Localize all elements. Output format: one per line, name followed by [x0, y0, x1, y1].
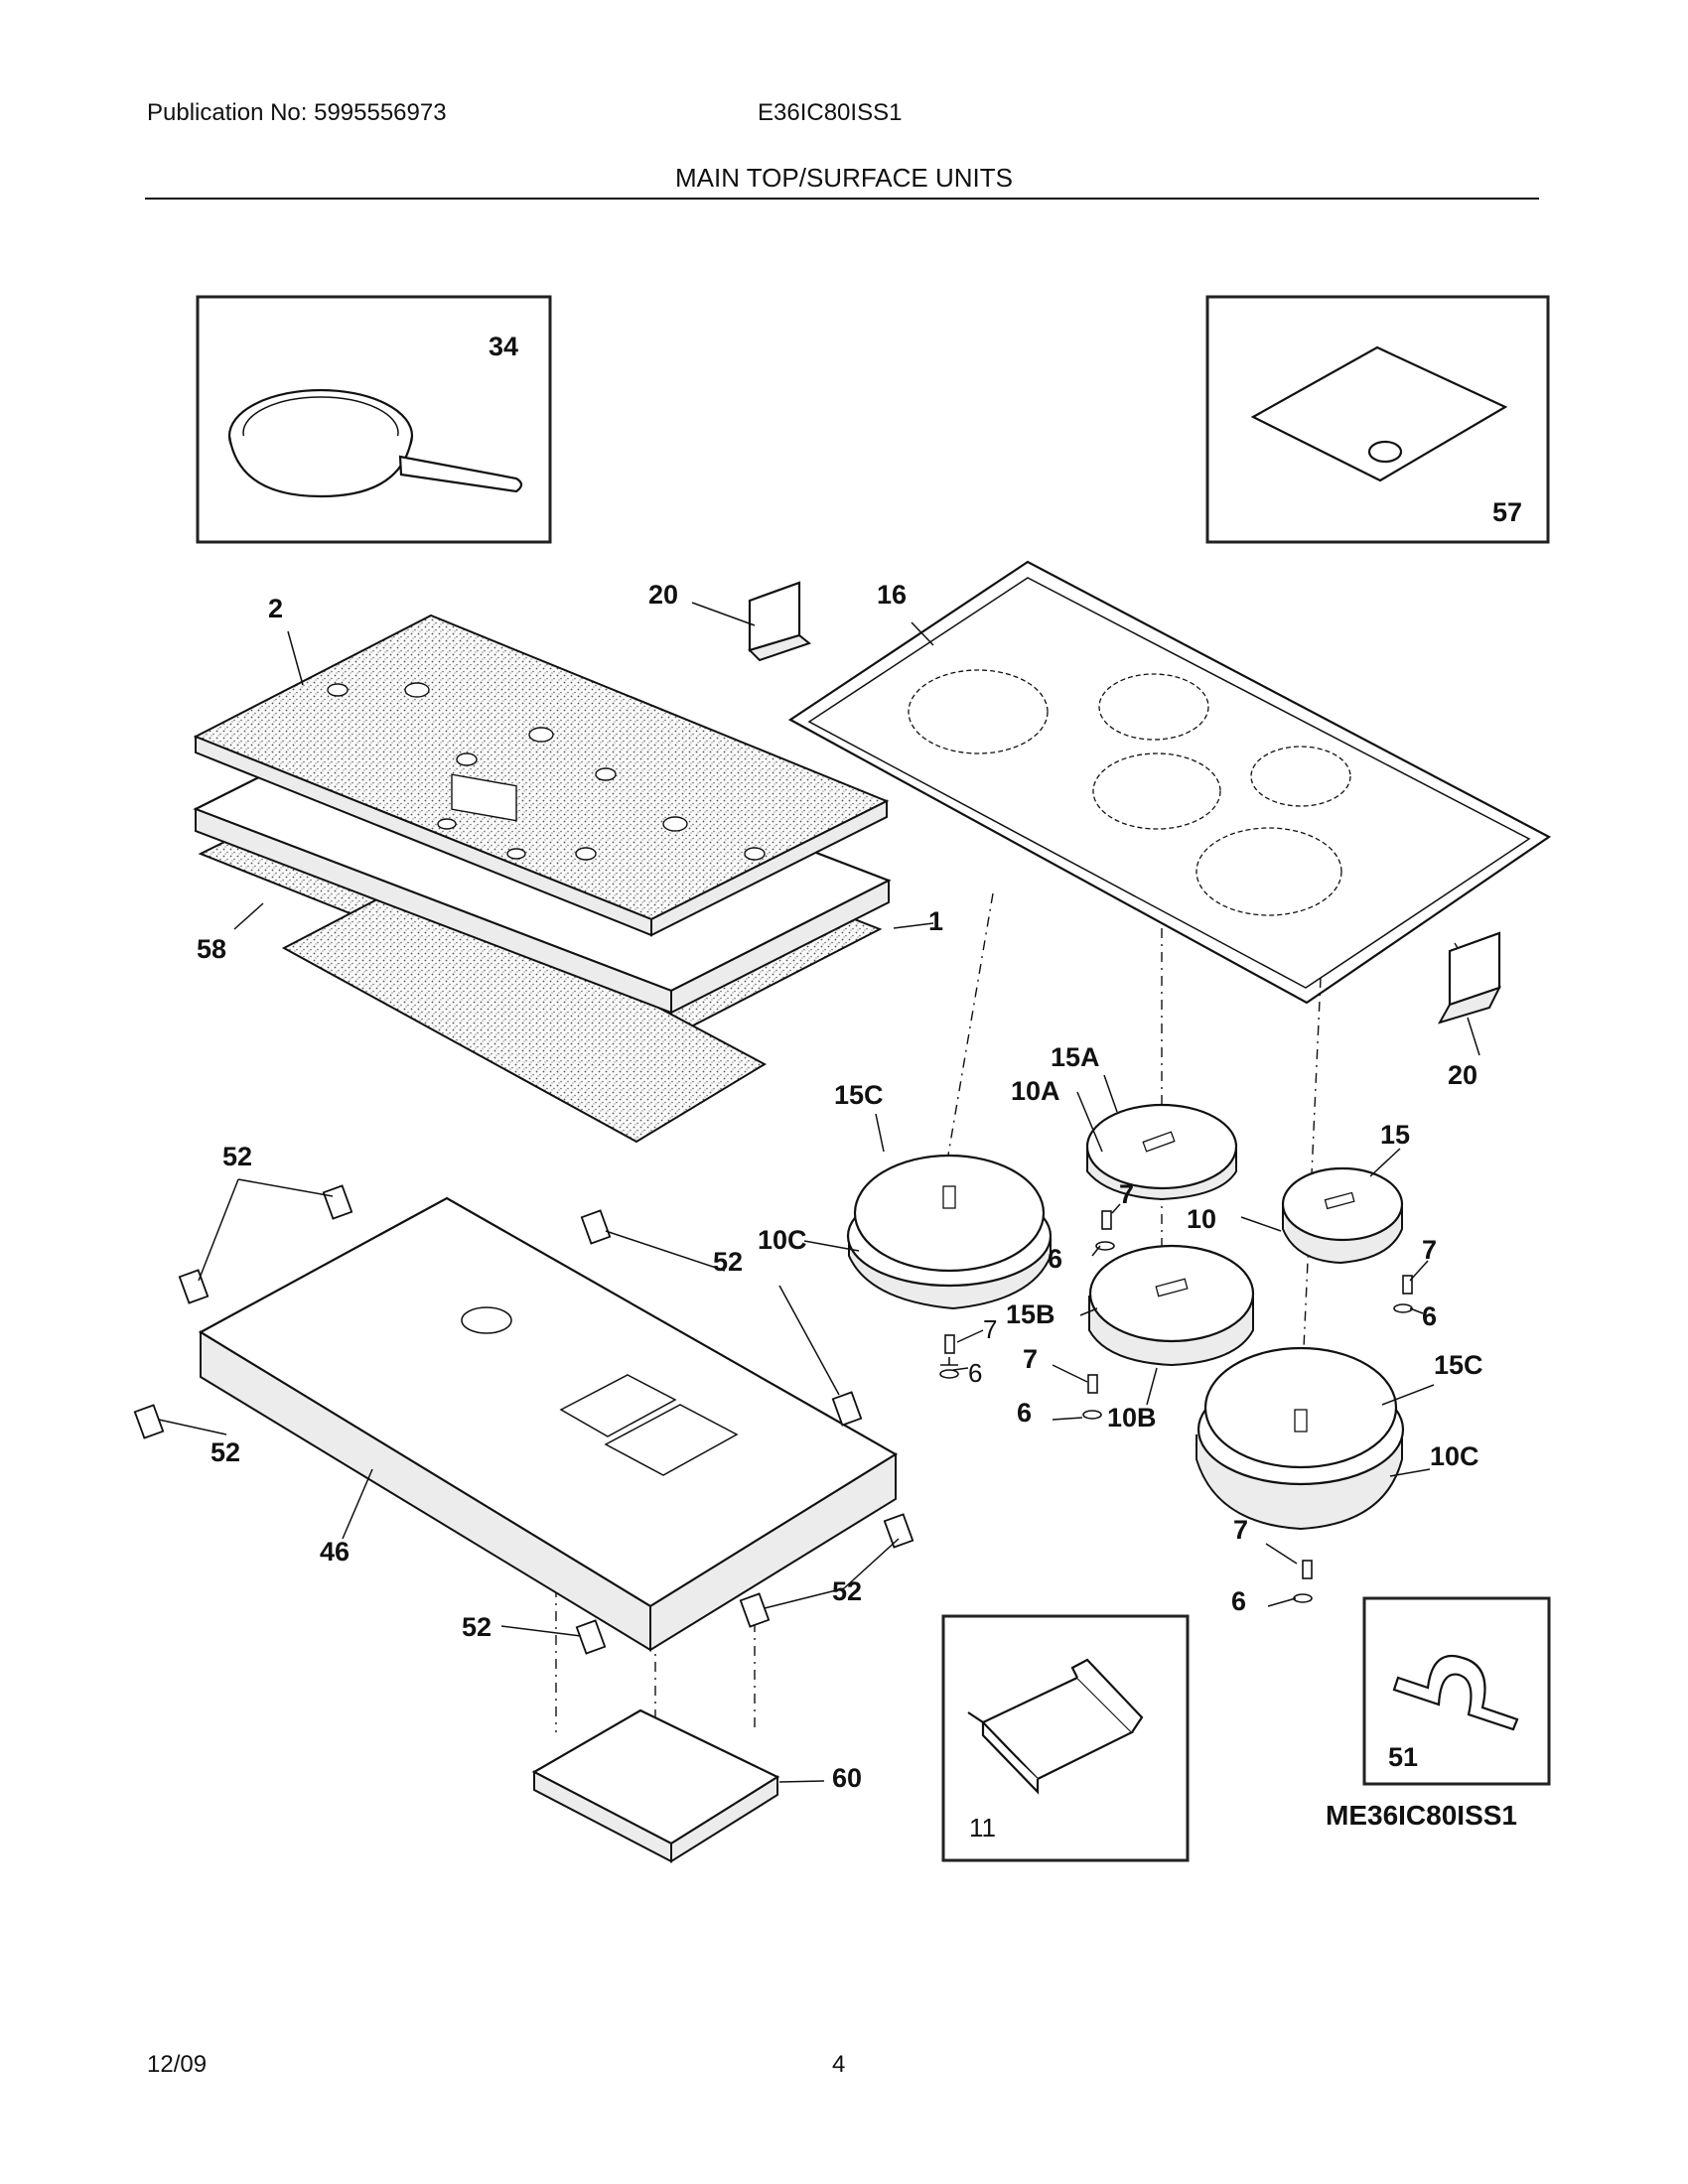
- label-7-a: 7: [1119, 1179, 1134, 1209]
- gasket-inset-frame: [1205, 295, 1550, 544]
- box-46: [198, 1196, 899, 1652]
- tray-60: [531, 1708, 780, 1863]
- element-15b: [1088, 1244, 1255, 1367]
- label-6-b: 6: [1422, 1301, 1437, 1331]
- label-7-b: 7: [1422, 1235, 1437, 1265]
- element-15: [1281, 1166, 1404, 1265]
- label-57: 57: [1492, 497, 1522, 527]
- label-10c-right: 10C: [1430, 1441, 1479, 1471]
- label-7-e: 7: [1233, 1515, 1248, 1545]
- page-number: 4: [832, 2051, 846, 2078]
- label-58: 58: [197, 934, 226, 964]
- element-15a: [1085, 1103, 1238, 1201]
- label-20-right: 20: [1448, 1060, 1477, 1090]
- glass-outline: [787, 560, 1552, 1005]
- element-15c-right: [1196, 1346, 1405, 1531]
- label-7-d: 7: [1023, 1344, 1038, 1374]
- label-10a: 10A: [1011, 1076, 1060, 1106]
- label-15c-left: 15C: [834, 1080, 884, 1110]
- diagram-code: ME36IC80ISS1: [1326, 1800, 1517, 1831]
- bracket-drawing: [967, 1658, 1144, 1795]
- label-7-c: 7: [983, 1314, 997, 1344]
- label-6-a: 6: [1048, 1244, 1062, 1274]
- frypan-inset: 34: [196, 295, 552, 544]
- box-side: [649, 1452, 897, 1652]
- label-11: 11: [969, 1813, 996, 1843]
- surface-elements: [846, 1103, 1405, 1531]
- label-6-d: 6: [1017, 1398, 1032, 1428]
- label-1: 1: [928, 906, 943, 936]
- bracket-inset: 11: [941, 1614, 1190, 1862]
- publication-number: Publication No: 5995556973: [147, 99, 447, 126]
- label-6-c: 6: [968, 1358, 982, 1388]
- insulation-stack: [193, 614, 892, 1144]
- screws: [939, 1210, 1413, 1603]
- leader-lines: [158, 602, 1480, 1783]
- clamp-inset: 51: [1362, 1596, 1551, 1786]
- frypan-inset-frame: [196, 295, 552, 544]
- frypan-drawing: [227, 388, 523, 498]
- label-15a: 15A: [1051, 1042, 1100, 1072]
- bracket-inset-frame: [941, 1614, 1190, 1862]
- label-51: 51: [1388, 1742, 1418, 1772]
- bracket-right: [1437, 931, 1501, 1024]
- label-34: 34: [489, 332, 518, 361]
- label-16: 16: [877, 580, 907, 610]
- label-46: 46: [320, 1537, 350, 1567]
- section-title: MAIN TOP/SURFACE UNITS: [675, 163, 1013, 193]
- label-52-d: 52: [832, 1576, 862, 1606]
- part-labels: 2 20 16 1 58 20 15A 10A 15C 15 10C 10 7 …: [197, 580, 1483, 1793]
- header-rule: [145, 198, 1539, 200]
- insulation-pad: [281, 877, 768, 1144]
- element-15c-left: [846, 1154, 1053, 1310]
- label-10: 10: [1187, 1204, 1216, 1234]
- gasket-inset: 57: [1205, 295, 1550, 544]
- label-52-a: 52: [222, 1142, 252, 1171]
- glass-cooktop: [787, 560, 1552, 1005]
- bracket-top: [748, 581, 812, 662]
- model-number: E36IC80ISS1: [758, 99, 903, 126]
- label-52-e: 52: [462, 1612, 492, 1642]
- footer-date: 12/09: [147, 2051, 208, 2078]
- label-52-c: 52: [211, 1437, 240, 1467]
- label-2: 2: [268, 594, 283, 623]
- gasket-drawing: [1250, 345, 1508, 482]
- label-15b: 15B: [1006, 1299, 1055, 1329]
- label-6-e: 6: [1231, 1586, 1246, 1616]
- label-52-b: 52: [713, 1247, 743, 1277]
- label-20-top: 20: [648, 580, 678, 610]
- label-10c-left: 10C: [758, 1225, 807, 1255]
- label-15: 15: [1380, 1120, 1410, 1150]
- clamp-inset-frame: [1362, 1596, 1551, 1786]
- label-60: 60: [832, 1763, 862, 1793]
- label-10b: 10B: [1107, 1403, 1157, 1433]
- clamp-drawing: [1392, 1655, 1519, 1731]
- label-15c-right: 15C: [1434, 1350, 1483, 1380]
- clips-52: [133, 1184, 914, 1655]
